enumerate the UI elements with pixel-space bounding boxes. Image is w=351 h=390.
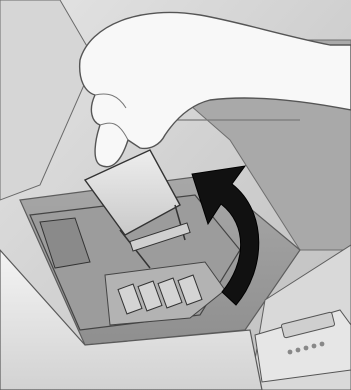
printer-illustration	[0, 0, 351, 390]
printer-illustration-svg	[0, 0, 351, 390]
